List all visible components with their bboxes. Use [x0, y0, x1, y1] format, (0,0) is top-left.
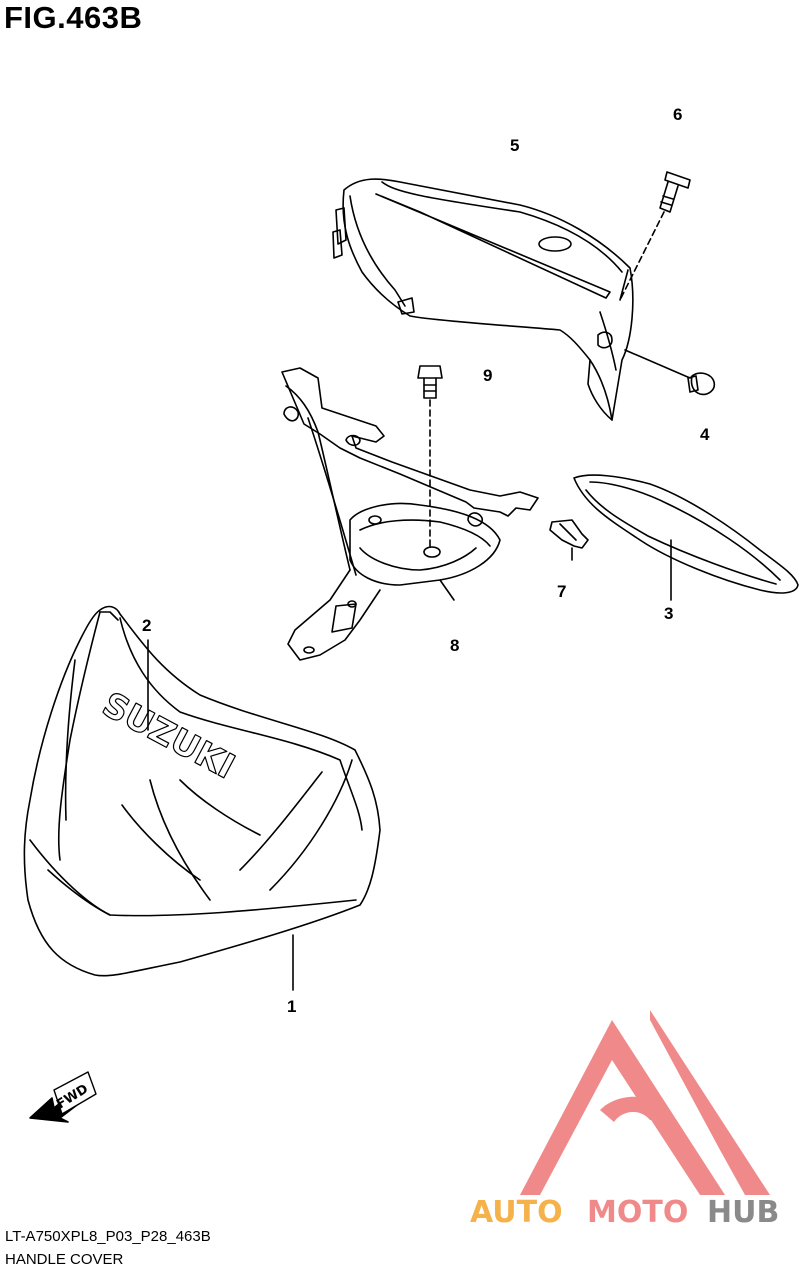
- callout-6: 6: [673, 105, 683, 124]
- watermark-text-moto: MOTO: [587, 1195, 688, 1230]
- bolt-part-6: [619, 171, 691, 301]
- watermark-triangle-small: [650, 1010, 770, 1195]
- watermark-inner-mark: [600, 1096, 672, 1122]
- callout-9: 9: [483, 366, 493, 385]
- emblem-text: SUZUKI: [96, 685, 241, 788]
- clip-part-4: [624, 349, 716, 396]
- figure-code: LT-A750XPL8_P03_P28_463B: [5, 1228, 211, 1245]
- figure-title: FIG.463B: [4, 0, 143, 35]
- watermark-triangle-large: [520, 1020, 725, 1195]
- watermark-text-auto: AUTO: [470, 1195, 563, 1230]
- callout-8: 8: [450, 636, 460, 655]
- trim-part-3: [573, 474, 799, 601]
- callout-2: 2: [142, 616, 152, 635]
- emblem-part-2: SUZUKI: [95, 639, 242, 788]
- watermark-logo: AUTO MOTO HUB: [470, 1010, 779, 1230]
- callout-1: 1: [287, 997, 297, 1016]
- front-handle-cover: [23, 605, 381, 991]
- bracket-part-8: [281, 367, 539, 661]
- watermark-text-hub: HUB: [707, 1195, 779, 1230]
- callout-4: 4: [700, 425, 710, 444]
- upper-handle-cover: [332, 178, 634, 421]
- fwd-arrow: FWD: [29, 1071, 97, 1123]
- clip-part-7: [549, 519, 589, 561]
- figure-name: HANDLE COVER: [5, 1251, 124, 1268]
- callout-3: 3: [664, 604, 674, 623]
- callout-5: 5: [510, 136, 520, 155]
- callout-7: 7: [557, 582, 567, 601]
